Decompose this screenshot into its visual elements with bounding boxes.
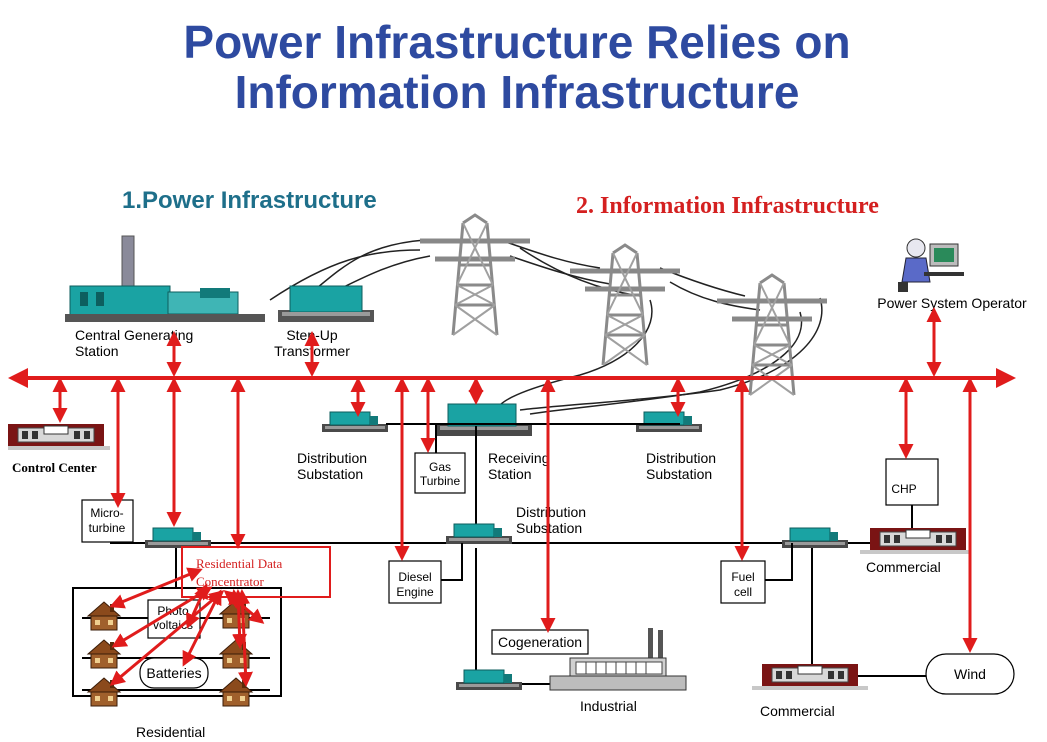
diesel-box — [388, 560, 442, 604]
central-station-icon — [65, 235, 265, 322]
substation-icon — [635, 411, 703, 433]
substation-icon — [144, 527, 212, 549]
central-station-label-1: Central Generating — [75, 327, 193, 343]
res-concentrator-label-1: Residential Data — [196, 556, 283, 571]
commercial-top-label: Commercial — [866, 559, 941, 575]
tower-icon — [420, 215, 530, 335]
gas-turbine-label-1: Gas — [429, 460, 451, 474]
residential-label: Residential — [136, 724, 205, 740]
wind-box — [925, 653, 1015, 695]
fuel-cell-box — [720, 560, 766, 604]
dist-sub-left-label-2: Substation — [297, 466, 363, 482]
dist-sub-right-label-1: Distribution — [646, 450, 716, 466]
dist-sub-left-label-1: Distribution — [297, 450, 367, 466]
page-title-line1: Power Infrastructure Relies on — [183, 16, 850, 68]
house-icon — [219, 639, 253, 669]
substation-icon — [455, 669, 523, 691]
section-information-heading: 2. Information Infrastructure — [576, 193, 879, 219]
diesel-feed — [441, 543, 463, 581]
fuel-cell-label-1: Fuel — [731, 570, 754, 584]
tower-icon — [570, 245, 680, 365]
communication-links — [52, 307, 978, 653]
chp-label: CHP — [891, 482, 916, 496]
res-concentrator-label-2: Concentrator — [196, 574, 265, 589]
dist-sub-right-label-2: Substation — [646, 466, 712, 482]
gas-turbine-box — [414, 452, 466, 494]
section-power-heading: 1.Power Infrastructure — [122, 187, 377, 214]
diesel-label-2: Engine — [396, 585, 434, 599]
commercial-building-icon — [869, 527, 967, 551]
fuel-cell-feed — [765, 543, 793, 581]
diesel-label-1: Diesel — [398, 570, 431, 584]
control-center-label: Control Center — [12, 460, 97, 475]
factory-icon — [549, 628, 687, 691]
gas-turbine-label-2: Turbine — [420, 474, 461, 488]
substation-icon — [445, 523, 513, 545]
central-station-label-2: Station — [75, 343, 119, 359]
transmission-lines — [269, 239, 823, 415]
substation-icon — [321, 411, 389, 433]
cogeneration-label: Cogeneration — [498, 634, 582, 650]
control-center-icon — [7, 423, 105, 447]
operator-label: Power System Operator — [877, 295, 1027, 311]
step-up-transformer-icon — [278, 285, 374, 322]
dist-sub-mid-label-1: Distribution — [516, 504, 586, 520]
receiving-station-icon — [436, 403, 532, 436]
residential-data-links — [109, 567, 265, 687]
fuel-cell-label-2: cell — [734, 585, 752, 599]
receiving-label-2: Station — [488, 466, 532, 482]
cogeneration-box — [491, 629, 589, 655]
wind-label: Wind — [954, 666, 986, 682]
batteries-label: Batteries — [146, 665, 201, 681]
commercial-building-icon — [761, 663, 859, 687]
commercial-bottom-label: Commercial — [760, 703, 835, 719]
microturbine-label-2: turbine — [89, 521, 126, 535]
computer-operator-icon — [898, 238, 964, 292]
industrial-label: Industrial — [580, 698, 637, 714]
microturbine-label-1: Micro- — [90, 506, 123, 520]
page-title-line2: Information Infrastructure — [235, 66, 800, 118]
receiving-label-1: Receiving — [488, 450, 549, 466]
